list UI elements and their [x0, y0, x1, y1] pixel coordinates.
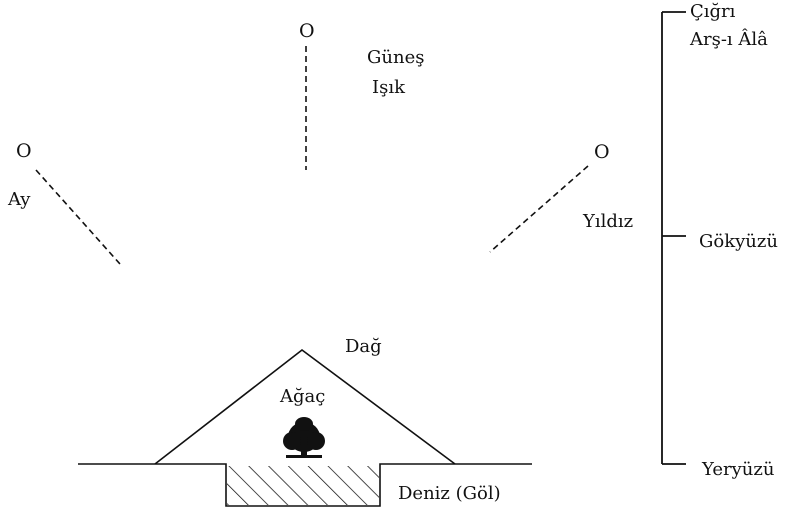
light-label: Işık [372, 77, 406, 98]
mountain [154, 348, 456, 465]
mountain-label: Dağ [345, 336, 382, 357]
scale-top-label-1: Çığrı [690, 1, 736, 22]
sea-label: Deniz (Göl) [398, 483, 501, 504]
sea-hatch [227, 466, 379, 505]
tree-label: Ağaç [280, 386, 326, 407]
star-circle-icon: O [594, 141, 610, 163]
scale-bottom-label: Yeryüzü [702, 459, 775, 480]
ground-line [78, 463, 532, 507]
star-label: Yıldız [583, 211, 634, 232]
vertical-scale [661, 11, 686, 465]
sun-circle-icon: O [299, 20, 315, 42]
moon-label: Ay [8, 189, 31, 210]
moon-ray [35, 169, 121, 265]
sun-label: Güneş [367, 47, 425, 68]
scale-top-label-2: Arş-ı Âlâ [690, 29, 768, 50]
scale-middle-label: Gökyüzü [699, 231, 778, 252]
star-ray [489, 165, 589, 253]
moon-circle-icon: O [16, 140, 32, 162]
tree-icon [283, 417, 325, 458]
